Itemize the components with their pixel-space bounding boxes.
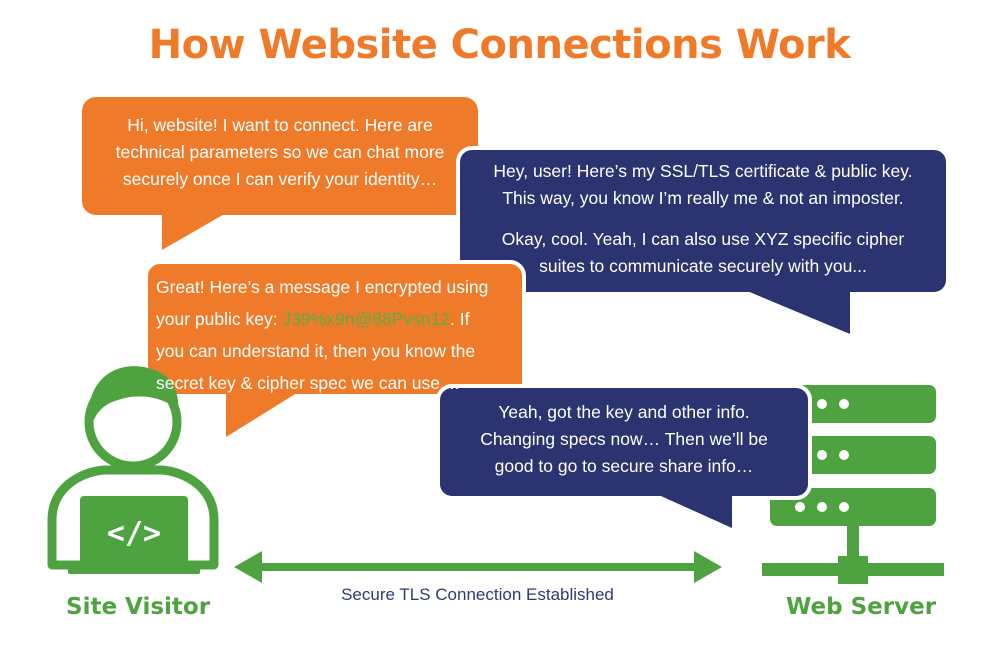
server-ack-line: Changing specs now… Then we’ll be <box>480 429 768 449</box>
server-cert-bubble <box>456 146 950 334</box>
visitor-encrypted-line: you can understand it, then you know the <box>156 341 476 361</box>
server-ack-line: good to go to secure share info… <box>494 456 754 476</box>
visitor-encrypted-line: your public key: J39%x9n@88Pvsn12. If <box>156 303 522 335</box>
visitor-encrypted-text: Great! Here’s a message I encrypted usin… <box>156 271 522 399</box>
site-visitor-label: Site Visitor <box>66 594 211 620</box>
visitor-hello-bubble <box>82 97 478 250</box>
page-title: How Website Connections Work <box>148 22 851 68</box>
line-suffix: . If <box>450 309 470 329</box>
server-cert-line: Hey, user! Here’s my SSL/TLS certificate… <box>493 161 913 181</box>
visitor-hello-text: Hi, website! I want to connect. Here are… <box>82 112 478 193</box>
server-ack-text: Yeah, got the key and other info. Changi… <box>438 399 810 480</box>
line-prefix: your public key: <box>156 309 283 329</box>
visitor-encrypted-bubble <box>144 260 526 437</box>
web-server-label: Web Server <box>786 594 937 620</box>
server-ack-line: Yeah, got the key and other info. <box>498 402 750 422</box>
visitor-hello-line: technical parameters so we can chat more <box>115 142 445 162</box>
ciphertext: J39%x9n@88Pvsn12 <box>282 309 451 329</box>
connection-label: Secure TLS Connection Established <box>341 585 614 604</box>
visitor-hello-line: Hi, website! I want to connect. Here are <box>127 115 433 135</box>
visitor-encrypted-line: secret key & cipher spec we can use.... <box>156 373 460 393</box>
server-ack-bubble <box>436 384 812 528</box>
server-cert-line: This way, you know I’m really me & not a… <box>502 188 904 208</box>
server-cert-text: Hey, user! Here’s my SSL/TLS certificate… <box>458 158 948 280</box>
visitor-hello-line: securely once I can verify your identity… <box>122 169 438 189</box>
visitor-encrypted-line: Great! Here’s a message I encrypted usin… <box>156 277 489 297</box>
server-cert-line: suites to communicate securely with you.… <box>539 256 867 276</box>
connection-arrow <box>234 551 722 583</box>
server-cert-line: Okay, cool. Yeah, I can also use XYZ spe… <box>501 229 905 249</box>
laptop-code-symbol: </> <box>107 516 161 551</box>
site-visitor-icon <box>47 366 219 574</box>
